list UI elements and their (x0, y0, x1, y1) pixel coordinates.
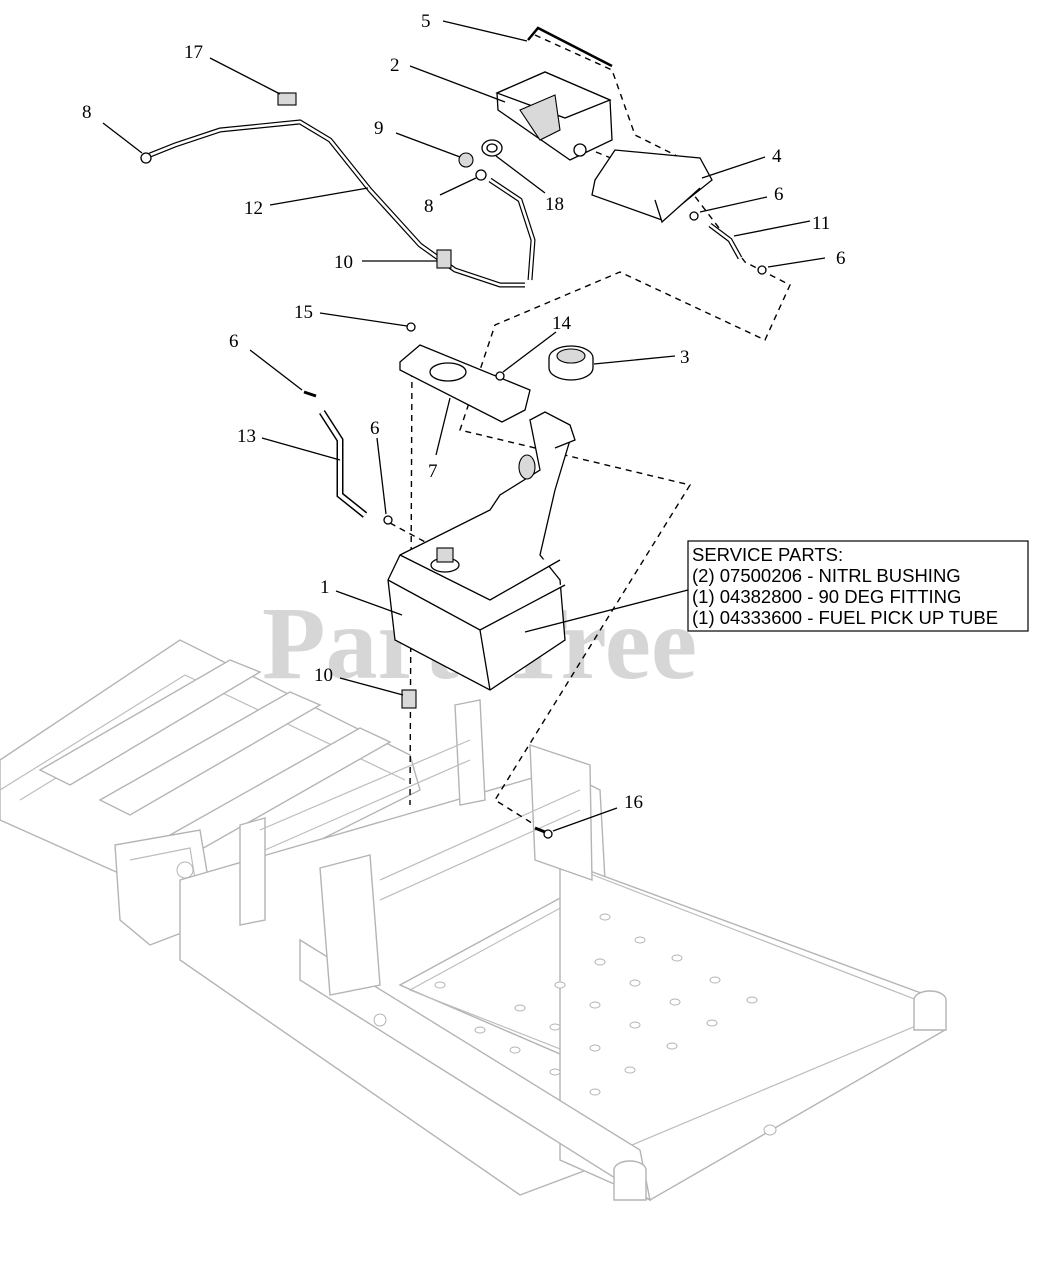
part-7-bracket-plate (399, 344, 531, 423)
service-parts-heading: SERVICE PARTS: (692, 544, 843, 565)
part-16-bolt (534, 826, 553, 839)
mower-frame (0, 639, 947, 1202)
part-18-grommet (481, 139, 503, 157)
callout-8-upper: 8 (82, 102, 92, 123)
callout-5: 5 (421, 11, 431, 32)
callout-1: 1 (320, 577, 330, 598)
callout-14: 14 (552, 313, 572, 334)
part-9-valve (458, 152, 474, 168)
callout-11: 11 (812, 213, 830, 234)
callout-6-right-lower: 6 (836, 248, 846, 269)
callout-2: 2 (390, 55, 400, 76)
callout-16: 16 (624, 792, 643, 813)
part-14-nut (495, 371, 505, 381)
part-2-overflow-box (495, 71, 613, 161)
part-10-clamp-upper (436, 249, 452, 269)
part-5-rod (527, 26, 613, 68)
callout-17: 17 (184, 42, 203, 63)
service-parts-line-2: (1) 04382800 - 90 DEG FITTING (692, 586, 961, 607)
part-15-bolt (406, 322, 416, 332)
part-hose-short (488, 177, 536, 281)
part-13-pickup-tube (319, 410, 368, 518)
service-parts-line-3: (1) 04333600 - FUEL PICK UP TUBE (692, 607, 998, 628)
callout-12: 12 (244, 198, 263, 219)
callout-18: 18 (545, 194, 564, 215)
callout-6-right-upper: 6 (774, 184, 784, 205)
part-6-fittings (303, 390, 393, 525)
part-3-fuel-cap (548, 345, 594, 381)
part-8-fitting (140, 152, 487, 181)
callout-15: 15 (294, 302, 313, 323)
part-1-fuel-tank (387, 411, 576, 691)
part-17-clip (277, 92, 297, 106)
callout-6-left: 6 (229, 331, 239, 352)
callout-6-center: 6 (370, 418, 380, 439)
callout-10-lower: 10 (314, 665, 333, 686)
part-11-hose (689, 211, 767, 275)
part-10-clamp-lower (401, 689, 417, 709)
part-12-hose (149, 119, 525, 288)
service-parts-box: SERVICE PARTS: (2) 07500206 - NITRL BUSH… (687, 540, 1029, 632)
callout-8-lower: 8 (424, 196, 434, 217)
leader-lines (102, 20, 826, 832)
callout-labels: 5 17 2 8 9 4 6 8 18 12 11 10 6 15 14 6 3… (82, 11, 846, 813)
callout-10-upper: 10 (334, 252, 353, 273)
callout-3: 3 (680, 347, 690, 368)
callout-9: 9 (374, 118, 384, 139)
callout-13: 13 (237, 426, 256, 447)
part-4-bracket (591, 149, 713, 224)
callout-7: 7 (428, 461, 438, 482)
service-parts-line-1: (2) 07500206 - NITRL BUSHING (692, 565, 961, 586)
callout-4: 4 (772, 146, 782, 167)
